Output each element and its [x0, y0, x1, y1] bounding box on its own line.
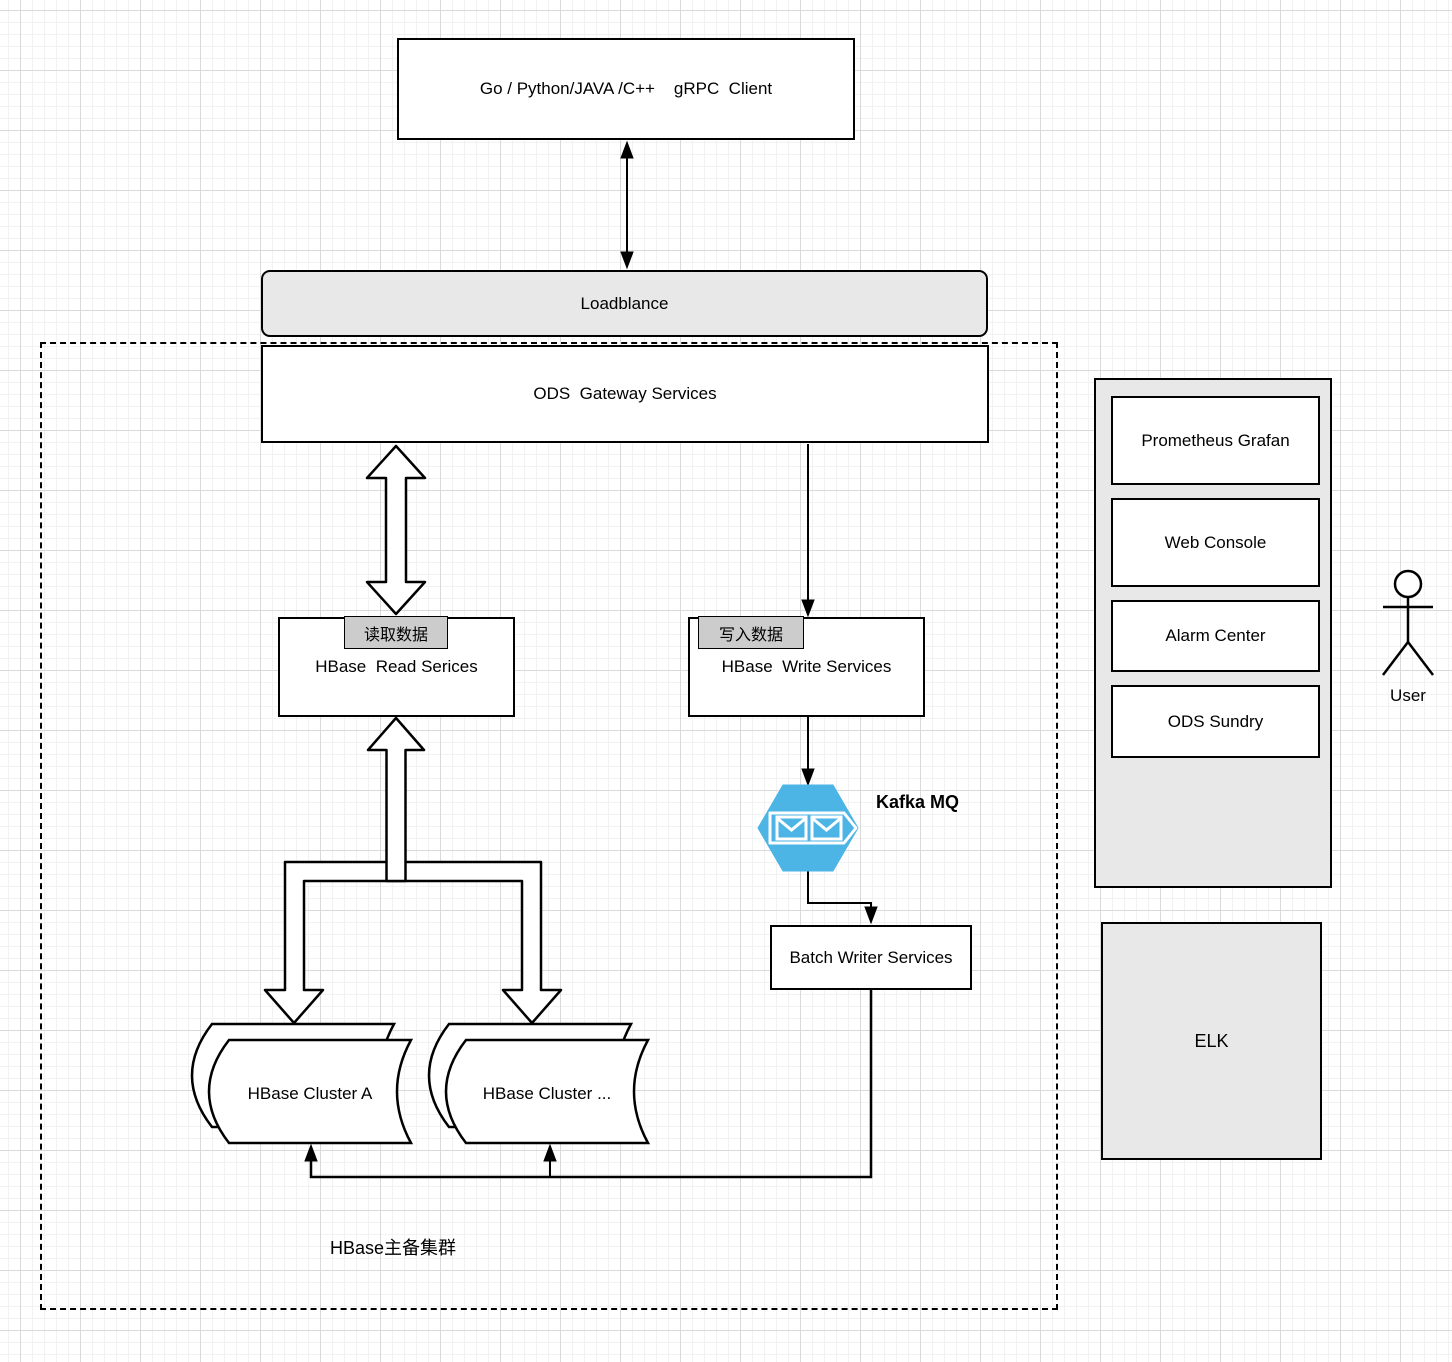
grpc-client-label: Go / Python/JAVA /C++ gRPC Client: [479, 79, 773, 98]
hbase-write-label: HBase Write Services: [721, 657, 892, 676]
panel-item-alarm-center[interactable]: Alarm Center: [1111, 600, 1320, 672]
kafka-mq-label: Kafka MQ: [876, 792, 960, 812]
elk-label: ELK: [1194, 1030, 1229, 1051]
panel-item-prometheus[interactable]: Prometheus Grafan: [1111, 396, 1320, 485]
panel-item-web-console[interactable]: Web Console: [1111, 498, 1320, 587]
kafka-message-queue-icon[interactable]: [757, 784, 859, 872]
monitor-panel[interactable]: Prometheus Grafan Web Console Alarm Cent…: [1094, 378, 1332, 888]
node-loadbalancer[interactable]: Loadblance: [261, 270, 988, 337]
node-hbase-cluster-a[interactable]: [190, 1022, 414, 1145]
node-ods-gateway[interactable]: ODS Gateway Services: [261, 345, 989, 443]
node-hbase-write-service[interactable]: HBase Write Services: [688, 617, 925, 717]
ods-gateway-label: ODS Gateway Services: [533, 384, 717, 403]
cluster-a-label: HBase Cluster A: [247, 1084, 373, 1103]
loadbalancer-label: Loadblance: [580, 293, 669, 313]
hbase-group-label: HBase主备集群: [330, 1238, 457, 1258]
hbase-group-container[interactable]: [40, 342, 1058, 1310]
node-hbase-cluster-more[interactable]: [427, 1022, 651, 1145]
node-grpc-client[interactable]: Go / Python/JAVA /C++ gRPC Client: [397, 38, 855, 140]
write-data-badge: 写入数据: [698, 616, 804, 649]
read-data-badge: 读取数据: [344, 616, 448, 649]
node-elk[interactable]: ELK: [1101, 922, 1322, 1160]
user-stick-figure-icon[interactable]: [1382, 569, 1434, 676]
batch-writer-label: Batch Writer Services: [789, 947, 953, 967]
user-label: User: [1390, 686, 1426, 705]
panel-item-ods-sundry[interactable]: ODS Sundry: [1111, 685, 1320, 758]
cluster-more-label: HBase Cluster ...: [482, 1084, 612, 1103]
node-batch-writer[interactable]: Batch Writer Services: [770, 925, 972, 990]
hbase-read-label: HBase Read Serices: [315, 657, 478, 676]
client-loadbalancer-arrow: [620, 140, 634, 270]
